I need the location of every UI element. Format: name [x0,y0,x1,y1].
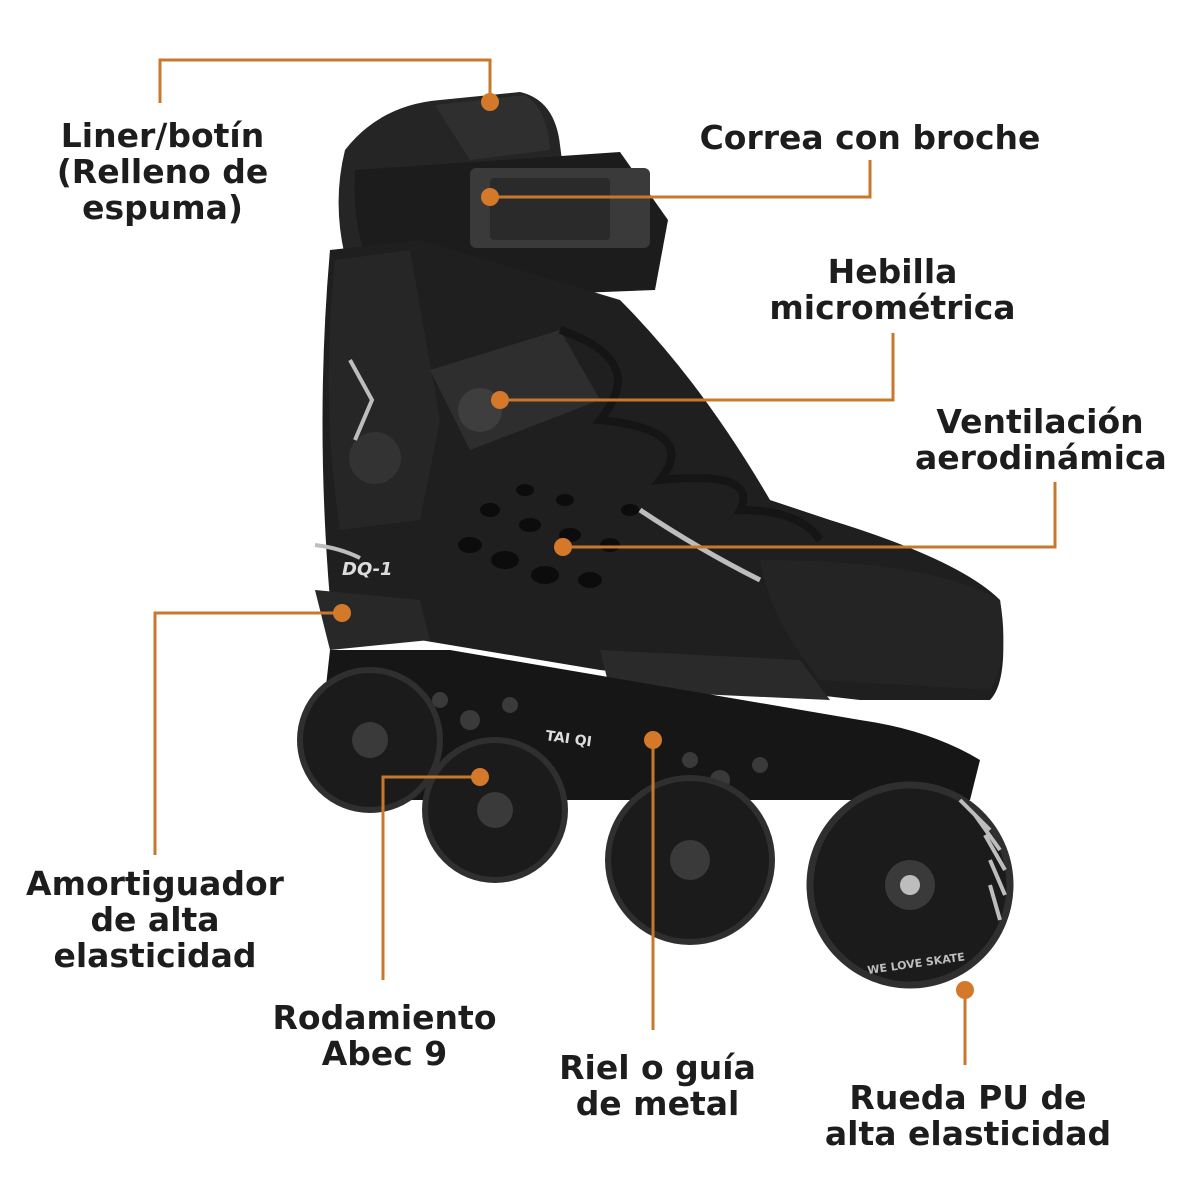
label-buckle: Hebilla micrométrica [760,254,1025,326]
leader-dots [333,93,974,999]
dot-ventilation [554,538,572,556]
label-bearing-line1: Rodamiento [272,998,497,1037]
dot-liner [481,93,499,111]
cuff-stripe [348,359,375,441]
inline-skate: DQ-1 TAI QI [297,92,1014,989]
leader-buckle [500,333,895,402]
cuff-pivot [349,432,401,484]
toe-cap [760,560,1004,690]
buckle-knob [458,388,502,432]
leader-shock [153,611,340,855]
dot-bearing [471,768,489,786]
label-shock-line3: elasticidad [53,936,257,975]
wheel-3 [605,775,775,945]
laces [558,326,824,543]
label-wheel-line2: alta elasticidad [824,1114,1112,1153]
dot-rail [644,731,662,749]
heel-stripe [314,543,361,560]
model-print: DQ-1 [342,559,393,580]
label-rail-line2: de metal [575,1084,740,1123]
wheel-4 [806,781,1014,989]
leader-lines [153,58,1057,1065]
label-ventilation-line1: Ventilación [936,402,1144,441]
label-rail: Riel o guía de metal [550,1050,765,1122]
label-strap-line1: Correa con broche [699,118,1041,157]
label-shock-line2: de alta [90,900,220,939]
label-liner-line3: espuma) [82,188,243,227]
label-buckle-line1: Hebilla [827,252,958,291]
leader-ventilation [563,482,1057,549]
label-buckle-line2: micrométrica [769,288,1016,327]
dot-shock [333,604,351,622]
label-bearing: Rodamiento Abec 9 [262,1000,507,1072]
wheel-1 [297,667,443,813]
label-strap: Correa con broche [690,120,1050,156]
label-bearing-line2: Abec 9 [321,1034,448,1073]
label-liner-line1: Liner/botín [60,116,265,155]
strap-clip-inner [490,178,610,240]
label-wheel: Rueda PU de alta elasticidad [818,1080,1118,1152]
liner-tongue [435,95,550,160]
leader-liner [158,58,492,103]
leader-bearing [381,775,480,980]
label-shock-line1: Amortiguador [26,864,284,903]
wheel-2 [422,737,568,883]
label-ventilation-line2: aerodinámica [915,438,1167,477]
label-liner-line2: (Relleno de [56,152,269,191]
label-ventilation: Ventilación aerodinámica [915,402,1167,477]
label-shock: Amortiguador de alta elasticidad [15,866,295,974]
label-liner: Liner/botín (Relleno de espuma) [45,118,280,226]
dot-wheel [956,981,974,999]
label-wheel-line1: Rueda PU de [849,1078,1087,1117]
label-rail-line1: Riel o guía [559,1048,756,1087]
dot-strap [481,188,499,206]
dot-buckle [491,391,509,409]
brand-print: TAI QI [544,728,592,750]
leader-strap [490,160,872,199]
frame-holes [432,692,768,790]
